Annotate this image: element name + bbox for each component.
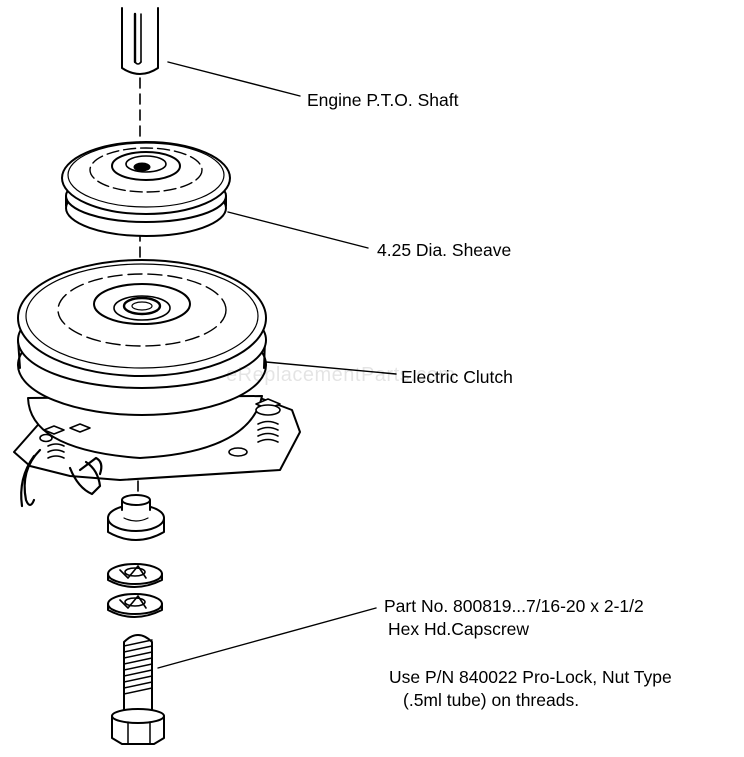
- label-prolock: Use P/N 840022 Pro-Lock, Nut Type: [389, 667, 672, 687]
- leader-lines: [157, 61, 397, 669]
- label-capscrew: Hex Hd.Capscrew: [388, 619, 530, 639]
- lock-washer-upper: [107, 563, 163, 588]
- watermark: eReplacementParts.com: [226, 364, 456, 386]
- spacer: [107, 494, 165, 541]
- hex-capscrew: [111, 634, 165, 745]
- label-part-number: Part No. 800819...7/16-20 x 2-1/2: [384, 596, 644, 616]
- lock-washer-lower: [107, 593, 163, 618]
- sheave: [61, 141, 231, 237]
- label-electric-clutch: Electric Clutch: [401, 367, 513, 387]
- label-tube: (.5ml tube) on threads.: [403, 690, 580, 710]
- electric-clutch: [13, 259, 301, 508]
- label-pto-shaft: Engine P.T.O. Shaft: [307, 90, 459, 110]
- pto-shaft: [121, 7, 159, 75]
- label-sheave: 4.25 Dia. Sheave: [377, 240, 512, 260]
